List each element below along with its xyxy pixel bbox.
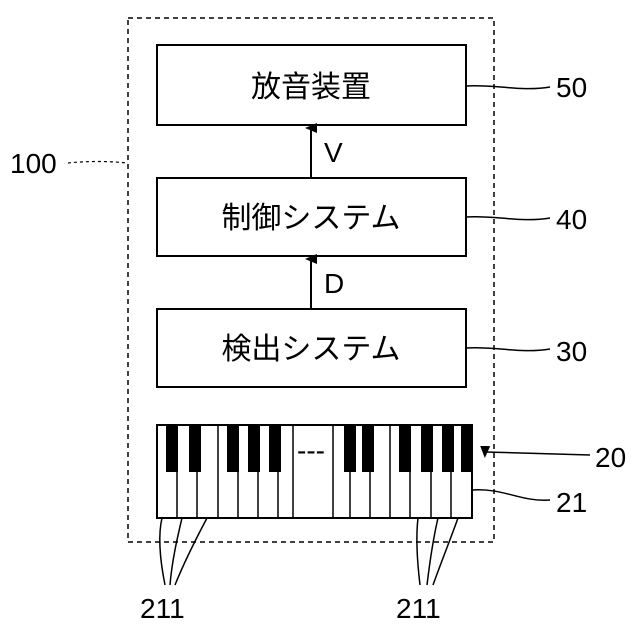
keyboard-ellipsis: ---: [297, 435, 325, 466]
keyboard-ref-leader: [472, 490, 550, 500]
black-key: [227, 425, 239, 472]
keyboard: ---: [157, 425, 473, 518]
key-ref-right-leaders: [417, 518, 458, 585]
detection-system-label: 検出システム: [221, 332, 400, 367]
black-key: [421, 425, 433, 472]
key-ref-left: 211: [140, 593, 185, 624]
instrument-ref-arrow: [485, 452, 590, 455]
key-ref-left-leaders: [160, 518, 207, 585]
signal-d-label: D: [324, 268, 344, 299]
key-ref-right: 211: [396, 593, 441, 624]
black-key: [269, 425, 281, 472]
keyboard-ref: 21: [556, 487, 587, 518]
system-ref-label: 100: [10, 148, 57, 179]
sound-device-leader: [466, 86, 550, 89]
signal-v-label: V: [324, 137, 343, 168]
black-key: [166, 425, 178, 472]
control-system-label: 制御システム: [221, 201, 400, 236]
sound-device-label: 放音装置: [251, 70, 371, 105]
black-key: [399, 425, 411, 472]
black-key: [362, 425, 374, 472]
control-system-ref: 40: [556, 204, 587, 235]
black-key: [189, 425, 201, 472]
black-key: [442, 425, 454, 472]
detection-system-leader: [466, 348, 550, 351]
detection-system-ref: 30: [556, 336, 587, 367]
black-key: [248, 425, 260, 472]
black-key: [461, 425, 473, 472]
control-system-leader: [466, 217, 550, 220]
sound-device-ref: 50: [556, 72, 587, 103]
system-ref-leader: [68, 162, 128, 164]
black-key: [344, 425, 356, 472]
instrument-ref: 20: [595, 442, 626, 473]
